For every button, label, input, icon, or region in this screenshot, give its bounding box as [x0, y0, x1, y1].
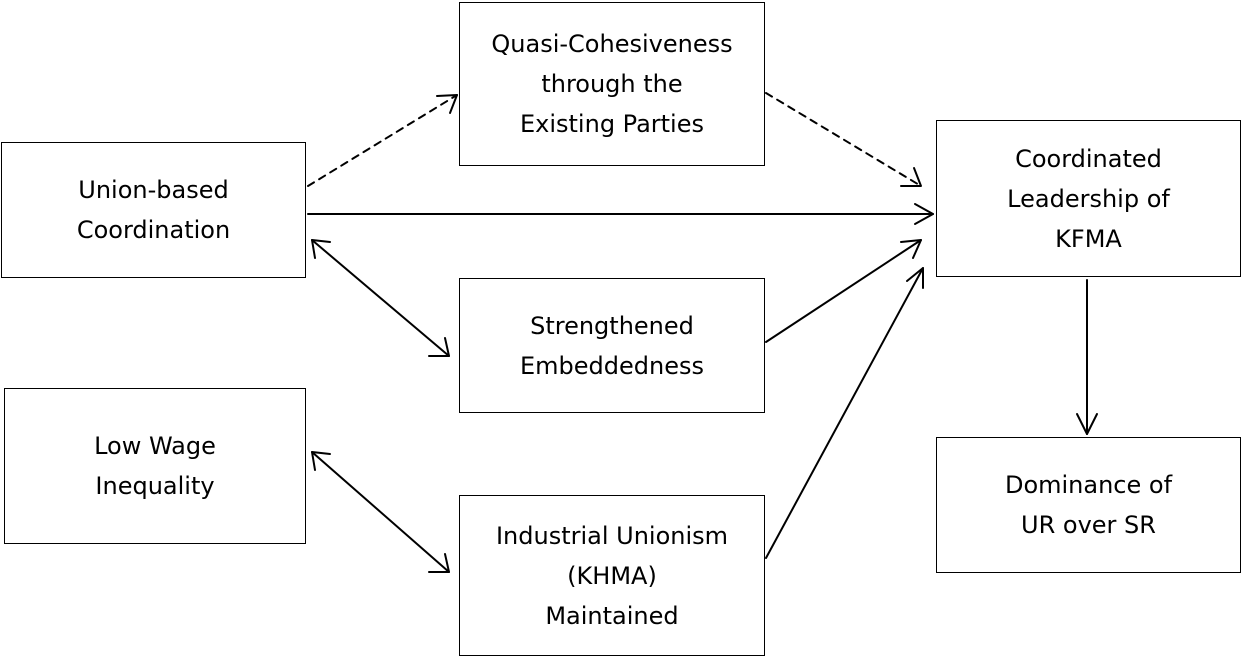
label-line: Coordination	[76, 216, 231, 244]
node-label: Coordinated Leadership of KFMA	[1007, 139, 1170, 259]
edge-union-strengthened-bidirectional	[311, 239, 450, 357]
label-line: Industrial Unionism	[495, 521, 729, 550]
node-dominance: Dominance of UR over SR	[936, 437, 1241, 573]
node-union-based-coordination: Union-based Coordination	[1, 142, 306, 278]
label-line: Maintained	[545, 601, 679, 630]
label-line: (KHMA)	[567, 561, 657, 590]
node-label: Industrial Unionism (KHMA) Maintained	[496, 516, 728, 636]
label-line: KFMA	[1055, 224, 1122, 253]
label-line: Leadership of	[1007, 184, 1170, 213]
node-coordinated-leadership: Coordinated Leadership of KFMA	[936, 120, 1241, 277]
node-industrial-unionism: Industrial Unionism (KHMA) Maintained	[459, 495, 765, 656]
edge-union-to-coordinated	[307, 203, 934, 225]
node-label: Dominance of UR over SR	[1005, 465, 1172, 545]
node-low-wage-inequality: Low Wage Inequality	[4, 388, 306, 544]
edge-industrial-to-coordinated	[765, 267, 924, 559]
node-label: Union-based Coordination	[77, 170, 230, 250]
label-line: Inequality	[95, 472, 215, 500]
edge-coordinated-to-dominance	[1076, 279, 1098, 435]
label-line: Coordinated	[1015, 144, 1162, 173]
edge-strengthened-to-coordinated	[765, 239, 922, 343]
node-quasi-cohesiveness: Quasi-Cohesiveness through the Existing …	[459, 2, 765, 166]
node-label: Strengthened Embeddedness	[520, 306, 704, 386]
label-line: Low Wage	[94, 432, 216, 460]
node-strengthened-embeddedness: Strengthened Embeddedness	[459, 278, 765, 413]
node-label: Quasi-Cohesiveness through the Existing …	[491, 24, 732, 144]
label-line: Quasi-Cohesiveness	[491, 30, 733, 58]
label-line: Strengthened	[530, 311, 694, 340]
label-line: Dominance of	[1004, 471, 1173, 499]
label-line: Embeddedness	[520, 351, 704, 380]
label-line: Existing Parties	[519, 110, 704, 138]
edge-lowwage-industrial-bidirectional	[311, 451, 450, 573]
node-label: Low Wage Inequality	[94, 426, 216, 506]
label-line: through the	[541, 70, 683, 98]
label-line: UR over SR	[1021, 511, 1156, 539]
edge-union-to-quasi	[307, 94, 458, 187]
edge-quasi-to-coordinated	[765, 92, 922, 187]
label-line: Union-based	[78, 176, 229, 204]
